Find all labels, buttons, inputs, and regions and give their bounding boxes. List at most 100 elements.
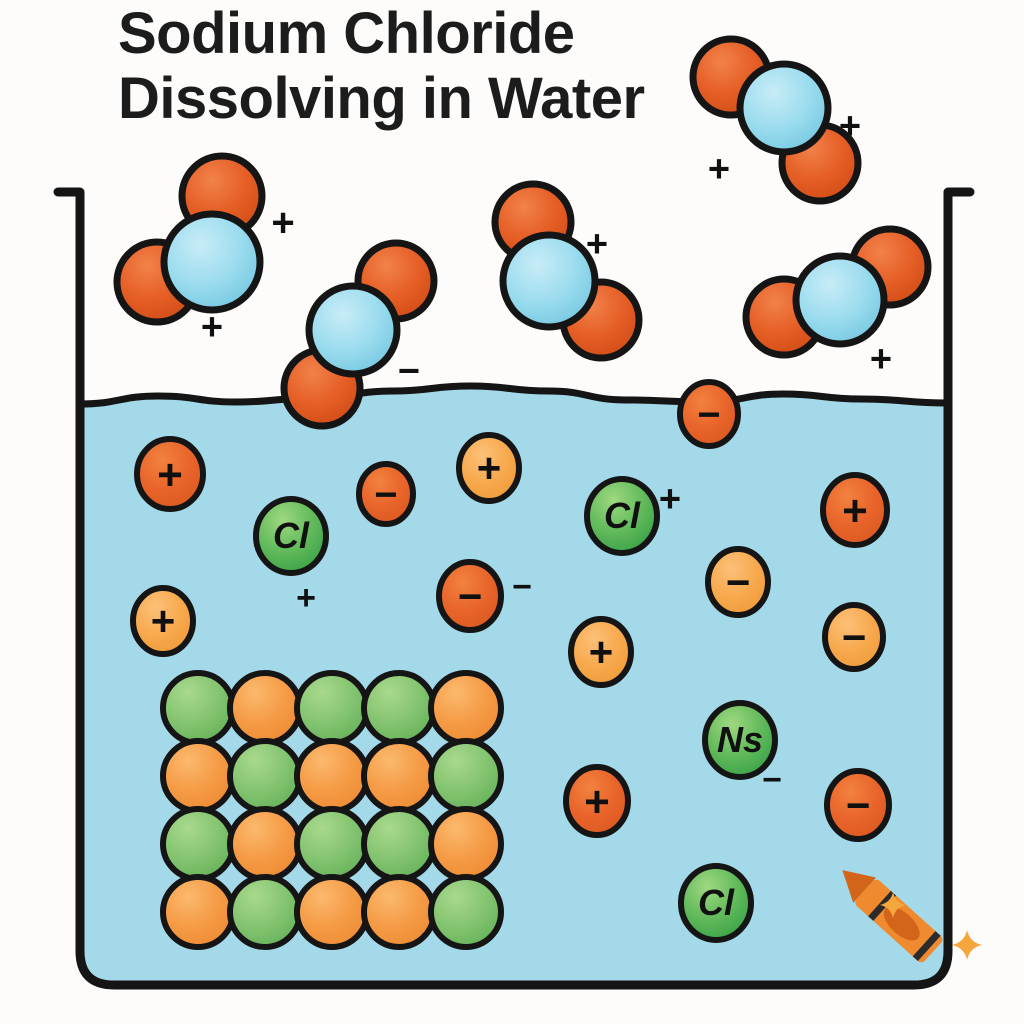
oxygen-atom: [736, 60, 832, 156]
lattice-ion-green: [428, 738, 504, 814]
ion-label: +: [157, 450, 183, 499]
ion-chloride-minus-5: −: [822, 602, 886, 672]
lattice-ion-orange: [160, 874, 236, 950]
ion-label: +: [589, 629, 614, 676]
ion-label: −: [842, 614, 867, 661]
ion-sodium-plus-2: +: [456, 432, 522, 504]
lattice-ion-orange: [160, 738, 236, 814]
plus-sign-right: +: [870, 338, 892, 380]
ion-circle: [436, 559, 504, 633]
charge-signs-layer: ++−+++++−+−: [201, 105, 892, 799]
crayon-stripe: [868, 890, 897, 921]
ion-label: Cl: [604, 495, 641, 536]
minus-sign-in-water-b: −: [762, 761, 782, 799]
ion-label: +: [477, 445, 502, 492]
lattice-ion-orange: [294, 874, 370, 950]
ion-sodium-plus-6: +: [563, 764, 631, 838]
water-molecule-surface: [280, 239, 438, 430]
ion-circle: [563, 764, 631, 838]
ion-circle: [822, 602, 886, 672]
lattice-ion-green: [160, 670, 236, 746]
plus-sign-top-right-b: +: [708, 148, 730, 190]
lattice-ion-green: [160, 806, 236, 882]
ion-circle: [456, 432, 522, 504]
lattice-ion-orange: [428, 806, 504, 882]
water-molecule-top-left: [113, 152, 266, 326]
beaker-outline: [53, 187, 975, 990]
lattice-ion-green: [361, 806, 437, 882]
lattice-ion-green: [294, 670, 370, 746]
salt-crystal-lattice: [160, 670, 504, 950]
lattice-ion-orange: [428, 670, 504, 746]
ion-circle: [824, 768, 892, 842]
lattice-ion-orange: [227, 670, 303, 746]
ion-label: +: [584, 777, 610, 826]
lattice-ion-orange: [361, 874, 437, 950]
ion-sodium-plus-5: +: [568, 616, 634, 688]
ion-sodium-plus-1: +: [134, 436, 206, 512]
plus-sign-center: +: [586, 223, 608, 265]
water-molecules-layer: [113, 35, 932, 430]
water-surface-line: [76, 382, 952, 408]
ion-chloride-minus-6: −: [824, 768, 892, 842]
lattice-ion-green: [227, 874, 303, 950]
plus-sign-top-left-b: +: [201, 306, 223, 348]
ion-chloride-minus-2: −: [677, 379, 741, 449]
plus-sign-in-water-b: +: [659, 478, 681, 520]
oxygen-atom: [792, 252, 888, 348]
plus-sign-in-water-a: +: [296, 579, 316, 617]
ion-sodium-label-1: Ns: [702, 700, 778, 780]
ion-sodium-plus-3: +: [820, 472, 890, 548]
ion-circle: [584, 476, 660, 556]
ion-label: −: [726, 559, 751, 606]
ion-circle: [705, 546, 771, 618]
ion-label: Cl: [698, 882, 735, 923]
ion-chloride-label-3: Cl: [678, 863, 754, 943]
ion-label: +: [842, 486, 868, 535]
ion-chloride-minus-3: −: [436, 559, 504, 633]
ion-chloride-label-1: Cl: [253, 496, 329, 576]
lattice-ion-green: [361, 670, 437, 746]
lattice-ion-orange: [294, 738, 370, 814]
page-title: Sodium Chloride Dissolving in Water: [118, 1, 645, 131]
ion-label: −: [697, 393, 720, 437]
ion-circle: [134, 436, 206, 512]
lattice-ion-orange: [361, 738, 437, 814]
lattice-ion-green: [294, 806, 370, 882]
water-molecule-top-right: [689, 35, 862, 205]
ion-circle: [702, 700, 778, 780]
ion-chloride-label-2: Cl: [584, 476, 660, 556]
ion-circle: [253, 496, 329, 576]
crayon-stripe: [912, 931, 941, 962]
oxygen-atom: [305, 282, 401, 378]
beaker-wall: [53, 187, 975, 990]
ion-circle: [130, 585, 196, 657]
lattice-ion-green: [428, 874, 504, 950]
ion-label: +: [151, 598, 176, 645]
ion-sodium-plus-4: +: [130, 585, 196, 657]
crayon-tip: [842, 870, 876, 903]
minus-sign-in-water-a: −: [512, 568, 532, 606]
ion-label: −: [846, 782, 871, 829]
water-molecule-right: [742, 225, 932, 359]
ion-label: −: [458, 573, 483, 620]
ion-label: Ns: [717, 719, 763, 760]
sparkle-icon: [952, 930, 982, 960]
lattice-ion-green: [227, 738, 303, 814]
ion-circle: [677, 379, 741, 449]
minus-sign-surface: −: [398, 350, 420, 392]
ion-circle: [678, 863, 754, 943]
lattice-ion-orange: [227, 806, 303, 882]
plus-sign-top-left-a: +: [271, 201, 294, 245]
ion-circle: [568, 616, 634, 688]
ion-label: −: [374, 473, 397, 517]
oxygen-atom: [499, 231, 599, 331]
ion-label: Cl: [273, 515, 310, 556]
crayon-watermark: [842, 870, 982, 963]
water-molecule-center: [491, 180, 643, 362]
ion-circle: [356, 461, 416, 527]
ion-chloride-minus-1: −: [356, 461, 416, 527]
